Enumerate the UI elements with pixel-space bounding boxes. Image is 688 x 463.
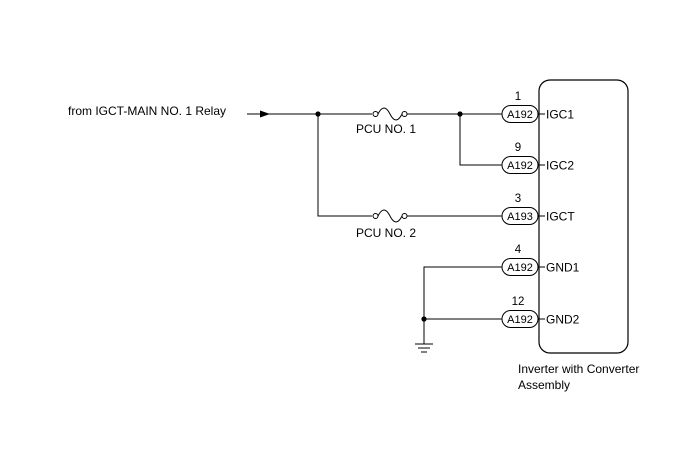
connector-oval-gnd2 (501, 310, 539, 328)
connector-id-gnd2: A192 (507, 314, 533, 326)
connector-id-igc1: A192 (507, 109, 533, 121)
fuse-pcu-no2 (372, 209, 408, 223)
pin-number-igc2: 9 (515, 142, 521, 154)
fuse2-label: PCU NO. 2 (356, 226, 416, 240)
pin-signal-igct: IGCT (546, 210, 575, 224)
source-label: from IGCT-MAIN NO. 1 Relay (68, 104, 226, 118)
fuse-pcu-no1 (372, 107, 408, 121)
wire-gnd1 (423, 266, 502, 344)
fuse1-label: PCU NO. 1 (356, 122, 416, 136)
connector-oval-igc2 (501, 156, 539, 174)
ground-icon (415, 343, 433, 353)
wire-igc2 (459, 114, 502, 166)
pin-number-igct: 3 (515, 193, 521, 205)
junction-dot-gnd (421, 316, 427, 322)
pin-number-gnd2: 12 (512, 296, 525, 308)
pin-number-igc1: 1 (515, 91, 521, 103)
connector-id-igct: A193 (507, 211, 533, 223)
connector-oval-igc1 (501, 105, 539, 123)
connector-oval-gnd1 (501, 258, 539, 276)
pin-signal-igc2: IGC2 (546, 159, 574, 173)
pin-signal-igc1: IGC1 (546, 108, 574, 122)
component-label-line1: Inverter with Converter (518, 362, 639, 376)
pin-number-gnd1: 4 (515, 244, 522, 256)
connector-oval-igct (501, 207, 539, 225)
pin-signal-gnd2: GND2 (546, 313, 580, 327)
wire-branch-fuse2 (317, 114, 372, 217)
connector-id-gnd1: A192 (507, 262, 533, 274)
component-label-line2: Assembly (518, 378, 570, 392)
connector-id-igc2: A192 (507, 160, 533, 172)
pin-signal-gnd1: GND1 (546, 261, 580, 275)
